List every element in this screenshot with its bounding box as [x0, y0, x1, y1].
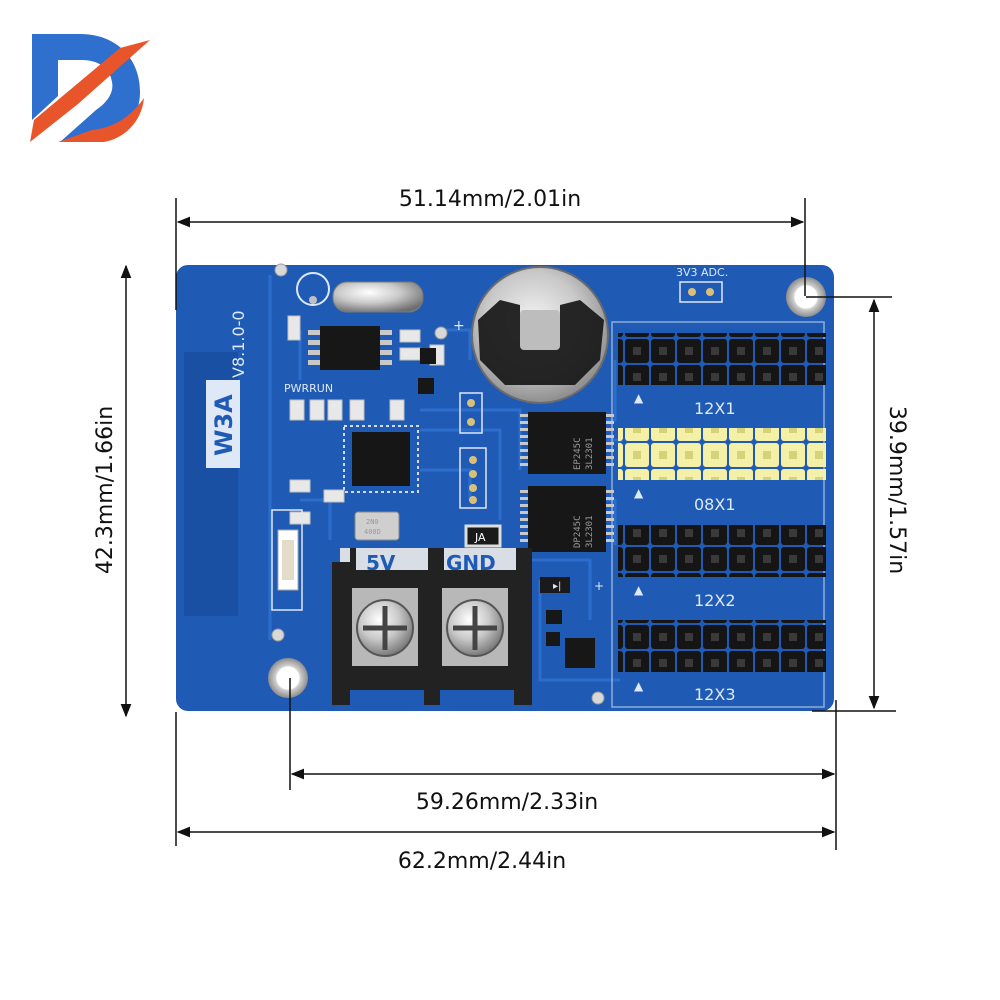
adc-connector: 3V3 ADC.: [676, 266, 728, 303]
pwr-run-label: PWRRUN: [284, 382, 333, 395]
svg-text:DP245C: DP245C: [573, 515, 583, 548]
dimension-hole-spacing: 59.26mm/2.33in: [416, 790, 598, 815]
svg-text:+: +: [453, 318, 465, 334]
dimension-top-width: 51.14mm/2.01in: [399, 187, 581, 212]
svg-text:2N0: 2N0: [366, 518, 379, 526]
mcu-qfn-chip: [343, 425, 419, 493]
brand-d-logo: [30, 34, 150, 142]
svg-text:▲: ▲: [634, 486, 644, 500]
smd-regulator-chip: [308, 326, 392, 370]
wifi-module-label: W3A V8.1.0-0: [206, 310, 248, 468]
header-12x3: ▲ 12X3: [618, 620, 826, 704]
svg-text:EP245C: EP245C: [573, 437, 583, 470]
svg-text:12X1: 12X1: [694, 399, 736, 418]
svg-text:▸|: ▸|: [553, 581, 561, 592]
version-label: V8.1.0-0: [229, 310, 248, 378]
coin-battery-holder: +: [453, 266, 609, 404]
svg-text:▲: ▲: [634, 679, 644, 693]
header-12x1: ▲ 12X1: [618, 333, 826, 418]
power-terminal-block: 5V GND: [332, 548, 532, 705]
model-label: W3A: [210, 394, 238, 456]
dimension-right-height: 39.9mm/1.57in: [884, 406, 909, 574]
crystal-oscillator: [296, 272, 424, 313]
svg-text:3L2301: 3L2301: [585, 515, 595, 548]
svg-text:12X2: 12X2: [694, 591, 736, 610]
push-button: [271, 509, 303, 611]
mounting-hole-bottom-left: [268, 658, 308, 698]
svg-text:400D: 400D: [364, 528, 381, 536]
adc-label: 3V3 ADC.: [676, 266, 728, 279]
diode: ▸| +: [540, 577, 604, 593]
svg-text:08X1: 08X1: [694, 495, 736, 514]
dimension-total-width: 62.2mm/2.44in: [398, 849, 566, 874]
svg-text:3L2301: 3L2301: [585, 437, 595, 470]
dimension-left-height: 42.3mm/1.66in: [93, 406, 118, 574]
svg-text:+: +: [594, 579, 604, 593]
driver-ic-lower: DP245C 3L2301: [520, 486, 614, 552]
svg-text:▲: ▲: [634, 583, 644, 597]
fuse: JA: [464, 524, 502, 548]
dimension-lines: [120, 198, 896, 850]
svg-text:JA: JA: [474, 531, 486, 544]
crystal-small: 2N0 400D: [354, 511, 400, 541]
svg-text:12X3: 12X3: [694, 685, 736, 704]
pin-pads: [459, 392, 487, 509]
driver-ic-upper: EP245C 3L2301: [520, 412, 614, 474]
header-08x1: ▲ 08X1: [618, 428, 826, 514]
svg-text:▲: ▲: [634, 391, 644, 405]
header-12x2: ▲ 12X2: [618, 525, 826, 610]
